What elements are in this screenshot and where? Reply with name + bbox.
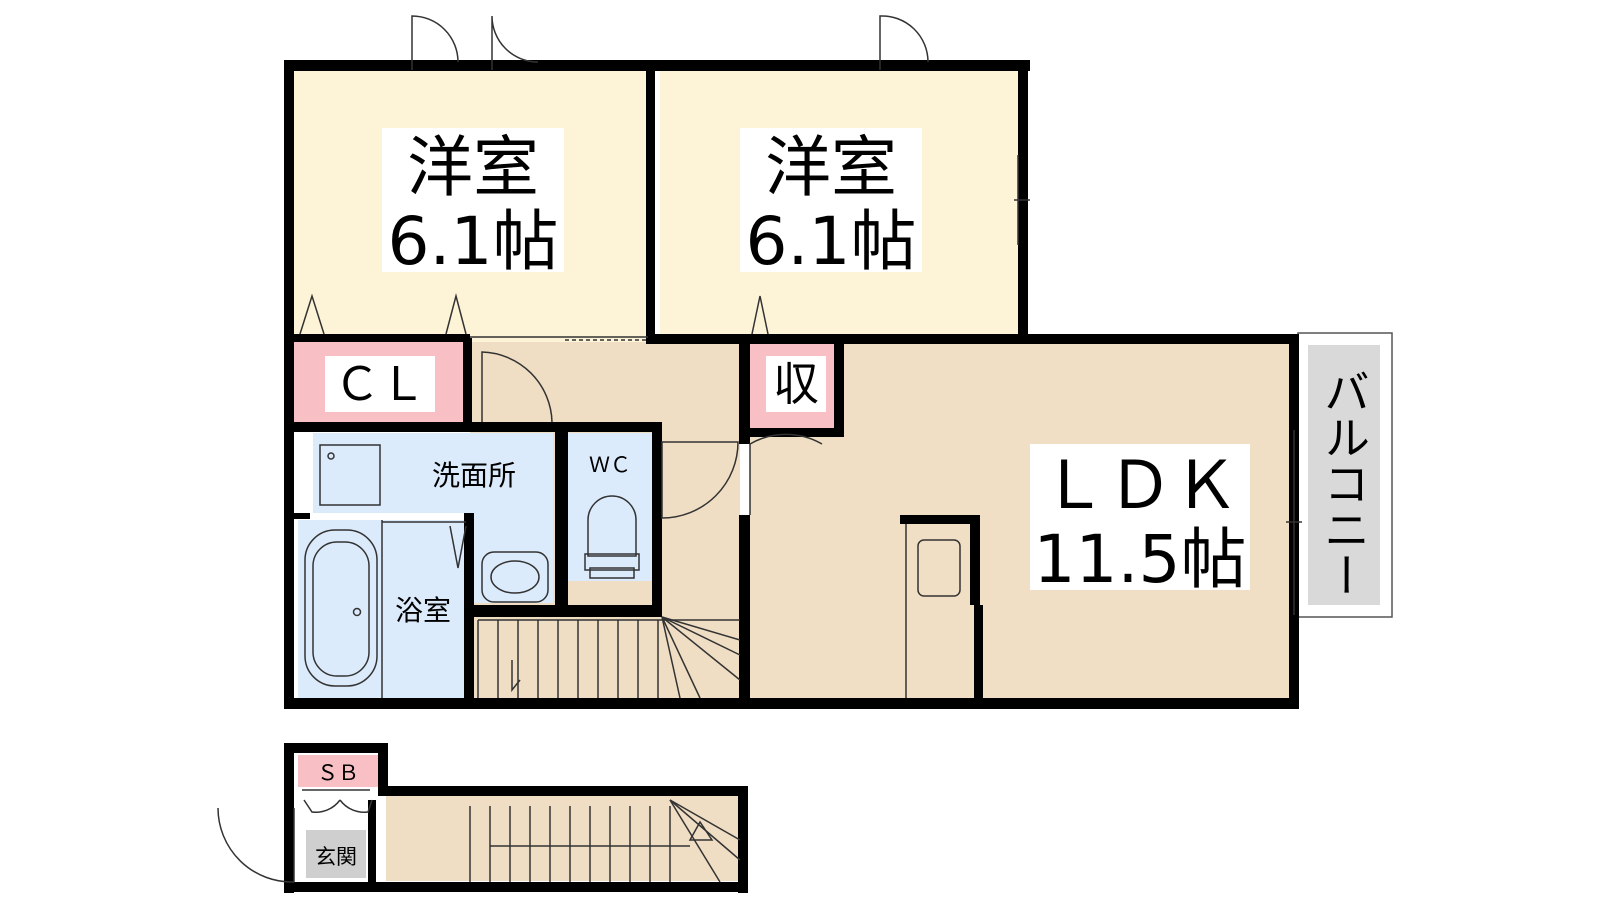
washroom-label: 洗面所 [432, 459, 516, 492]
wc-label: ＷＣ [589, 453, 631, 477]
balcony-floor [1308, 345, 1380, 605]
ldk-size: 11.5帖 [1034, 521, 1247, 598]
washroom-floor [313, 433, 553, 513]
storage-label-bg [766, 356, 826, 412]
western-room-1-label-bg [382, 128, 564, 272]
washroom-floor-lower [468, 513, 553, 603]
western-room-2-name: 洋室 [765, 129, 897, 206]
western-room-1-name: 洋室 [407, 129, 539, 206]
closet-label: ＣＬ [334, 357, 426, 411]
closet-label-bg [325, 356, 435, 412]
entrance-floor [306, 830, 366, 878]
shoe-box-floor [298, 755, 378, 787]
western-room-2-size: 6.1帖 [746, 203, 917, 280]
ldk-name: ＬＤＫ [1041, 447, 1239, 524]
fixtures [217, 15, 1302, 883]
entrance-label: 玄関 [315, 845, 357, 869]
bath-label: 浴室 [395, 594, 451, 627]
storage-label: 収 [773, 357, 819, 411]
ldk-label-bg [1030, 444, 1250, 590]
lower-stairs-floor [386, 795, 738, 881]
western-room-1-size: 6.1帖 [388, 203, 559, 280]
shoe-box-label: ＳＢ [317, 761, 359, 785]
balcony-label: バルコニー [1317, 368, 1371, 598]
western-room-2-label-bg [740, 128, 922, 272]
